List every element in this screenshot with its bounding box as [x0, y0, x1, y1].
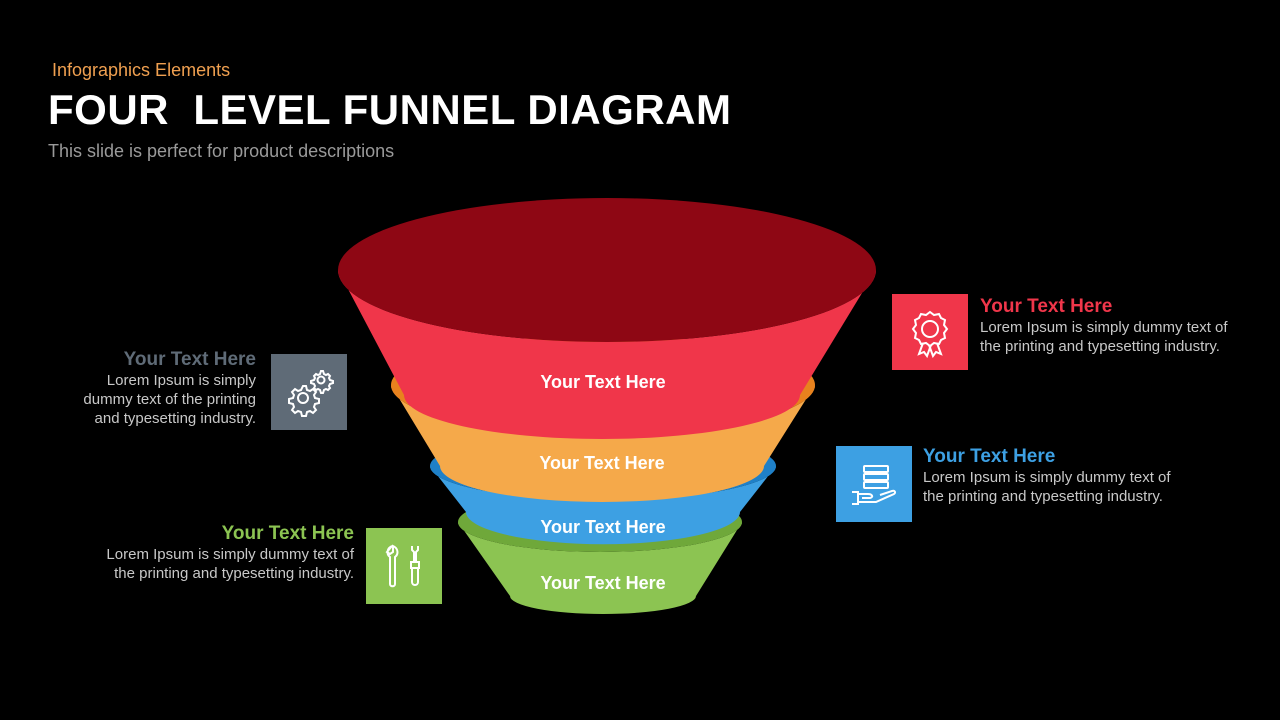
- callout-award: Your Text Here Lorem Ipsum is simply dum…: [980, 296, 1280, 356]
- callout-hand: Your Text Here Lorem Ipsum is simply dum…: [923, 446, 1223, 506]
- tools-icon-box: [366, 528, 442, 604]
- funnel-level-1-label: Your Text Here: [540, 372, 665, 392]
- hand-stack-icon: [852, 465, 897, 505]
- page-subtitle: This slide is perfect for product descri…: [48, 141, 395, 161]
- funnel-level-2-label: Your Text Here: [539, 453, 664, 473]
- callout-award-title: Your Text Here: [980, 296, 1113, 317]
- award-ribbon-icon: [911, 310, 949, 358]
- eyebrow-text: Infographics Elements: [52, 60, 231, 80]
- funnel-level-3-label: Your Text Here: [540, 517, 665, 537]
- callout-gears-body: Lorem Ipsum is simply dummy text of the …: [83, 372, 256, 427]
- gears-icon: [288, 370, 334, 417]
- callout-tools-title: Your Text Here: [221, 523, 354, 544]
- funnel-level-4-label: Your Text Here: [540, 573, 665, 593]
- funnel-level-1-rim: [338, 198, 876, 342]
- funnel-level-3-body: [430, 466, 776, 545]
- callout-gears-title: Your Text Here: [123, 349, 256, 370]
- callout-tools-body: Lorem Ipsum is simply dummy text of the …: [106, 546, 354, 582]
- award-ribbon-icon-box: [892, 294, 968, 370]
- callout-hand-body: Lorem Ipsum is simply dummy text of the …: [923, 469, 1171, 505]
- callout-tools: Your Text Here Lorem Ipsum is simply dum…: [54, 523, 354, 583]
- callout-gears: Your Text Here Lorem Ipsum is simply dum…: [0, 349, 256, 428]
- funnel-level-2-body: [391, 385, 815, 502]
- hand-stack-icon-box: [836, 446, 912, 522]
- tools-icon: [385, 544, 420, 588]
- gears-icon-box: [271, 354, 347, 430]
- page-title: FOUR LEVEL FUNNEL DIAGRAM: [48, 86, 732, 133]
- funnel-level-1-body: [338, 270, 876, 439]
- callout-award-body: Lorem Ipsum is simply dummy text of the …: [980, 319, 1228, 355]
- callout-hand-title: Your Text Here: [923, 446, 1056, 467]
- funnel-level-1: Your Text Here: [338, 198, 876, 439]
- funnel-level-4-body: [458, 522, 742, 614]
